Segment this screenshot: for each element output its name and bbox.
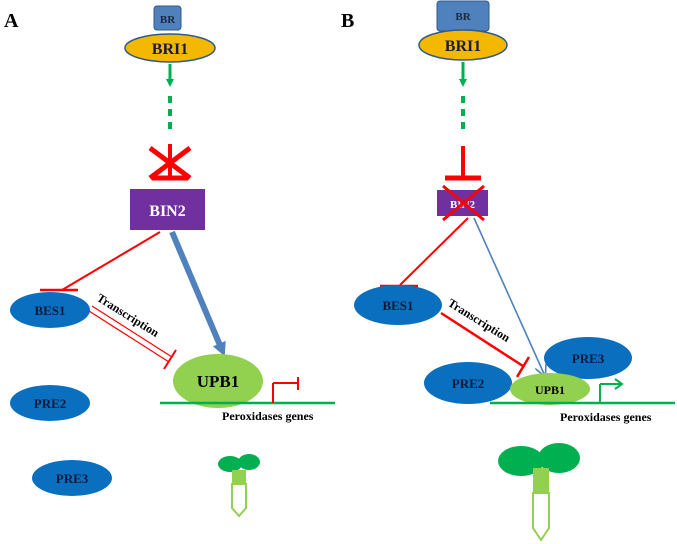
br-label: BR: [160, 14, 176, 26]
bri1-label: BRI1: [445, 38, 481, 55]
panel-a-label: A: [4, 10, 19, 32]
bin2-bes1-inhibition: [399, 217, 469, 286]
panel-a: A BR BRI1 BIN2 BES1 Transcri: [4, 5, 335, 518]
genes-label: Peroxidases genes: [222, 409, 314, 423]
promoter-off-icon: [272, 377, 299, 403]
bes1-factor: [354, 285, 442, 325]
bri1-receptor: [124, 33, 216, 63]
pre2-factor: [10, 385, 90, 421]
seedling-small-icon: [218, 454, 260, 518]
pre3-label: PRE3: [56, 471, 89, 486]
bin2-label: BIN2: [149, 203, 185, 220]
bin2-crossed-icon: [442, 184, 485, 222]
bin2-kinase: [130, 189, 205, 230]
bin2-upb1-arrow: [169, 230, 226, 357]
seedling-large-icon: [498, 443, 580, 542]
pre2-factor: [424, 362, 512, 404]
bin2-bes1-inhibition: [61, 231, 161, 291]
bes1-factor: [10, 292, 90, 328]
upb1-label: UPB1: [535, 383, 565, 397]
br-label: BR: [455, 11, 471, 23]
bin2-upb1-arrow: [473, 217, 545, 376]
bri1-receptor: [418, 29, 508, 61]
pre3-factor: [32, 460, 112, 496]
genes-label: Peroxidases genes: [560, 410, 652, 424]
transcription-bar: [515, 356, 531, 378]
upb1-factor: [173, 354, 263, 408]
transcription-bar: [163, 349, 177, 370]
bes1-label: BES1: [34, 303, 65, 318]
panel-b: B BR BRI1 BIN2 BES1 Tra: [341, 0, 675, 542]
transcription-line: [440, 311, 524, 368]
transcription-label: Transcription: [94, 291, 161, 340]
bes1-label: BES1: [382, 298, 413, 313]
pre3-label: PRE3: [572, 351, 605, 366]
upb1-factor: [510, 373, 590, 405]
bri1-label: BRI1: [152, 41, 188, 58]
panel-b-label: B: [341, 10, 354, 32]
transcription-line-2: [88, 310, 170, 363]
promoter-on-icon: [599, 378, 624, 403]
transcription-line: [91, 305, 173, 358]
br-box: [153, 5, 182, 31]
pre2-label: PRE2: [34, 396, 67, 411]
blocked-inhibition-icon: [148, 144, 192, 181]
upb1-label: UPB1: [197, 372, 240, 391]
inhibition-icon: [445, 146, 481, 181]
pre3-factor: [544, 337, 632, 379]
pre2-label: PRE2: [452, 376, 485, 391]
